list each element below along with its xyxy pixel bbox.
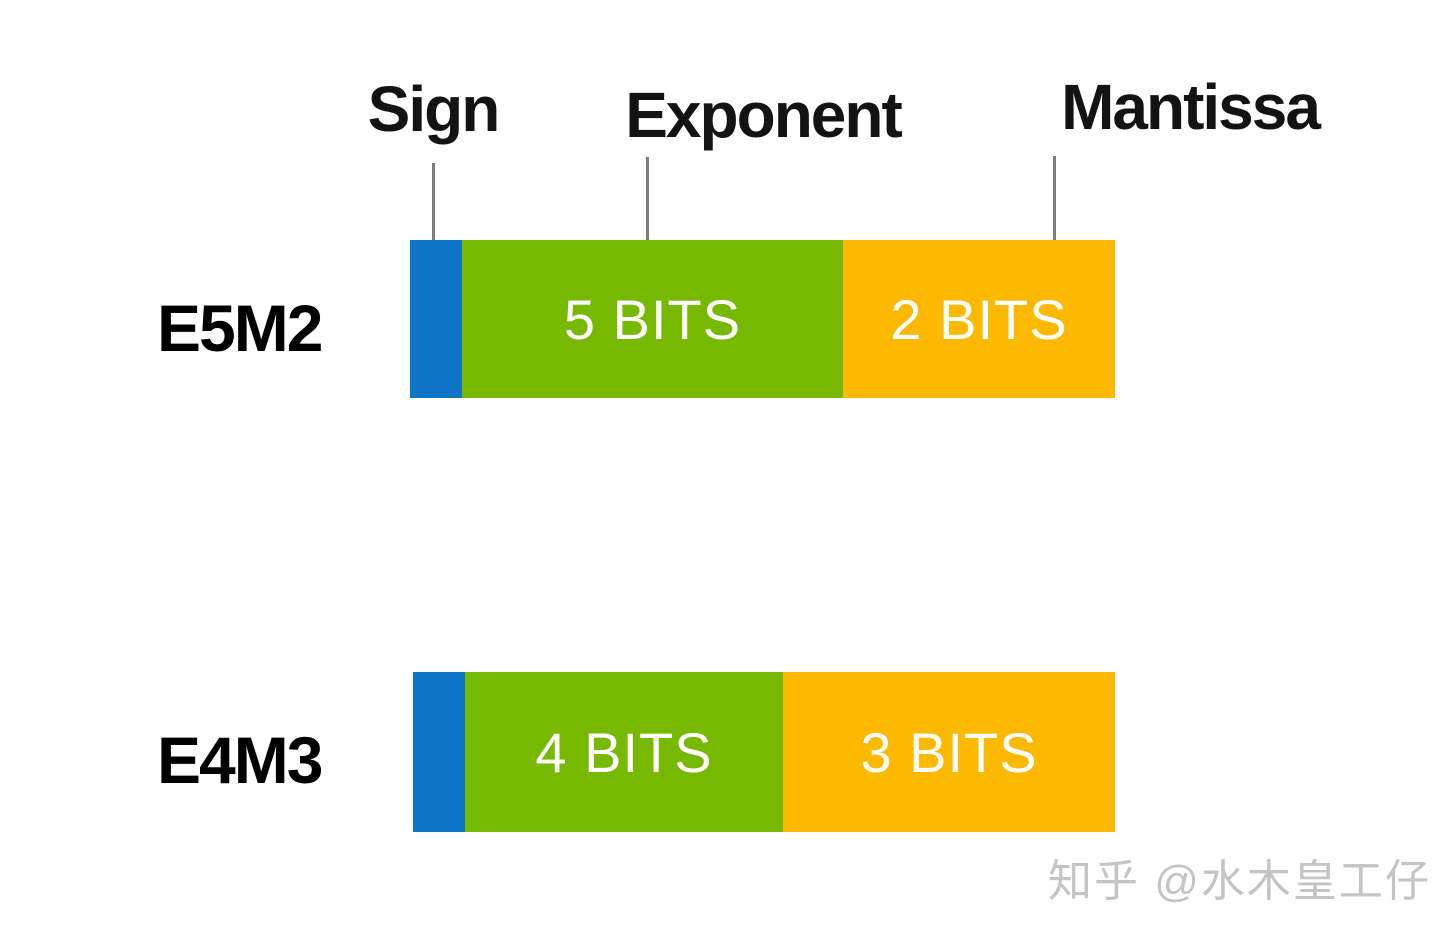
e5m2-exponent-segment: 5 BITS [462,240,843,398]
e4m3-mantissa-bits-label: 3 BITS [860,720,1038,784]
e5m2-mantissa-bits-label: 2 BITS [890,287,1068,351]
sign-leader-line [432,163,435,241]
format-name-e5m2: E5M2 [157,291,323,365]
mantissa-leader-line [1053,156,1056,241]
e5m2-bit-bar: 5 BITS 2 BITS [410,240,1115,398]
e5m2-sign-segment [410,240,462,398]
e4m3-sign-segment [413,672,465,832]
format-name-e4m3: E4M3 [157,723,323,797]
e4m3-bit-bar: 4 BITS 3 BITS [413,672,1115,832]
e4m3-exponent-bits-label: 4 BITS [535,720,713,784]
mantissa-label: Mantissa [1061,71,1321,143]
e5m2-mantissa-segment: 2 BITS [843,240,1115,398]
e4m3-exponent-segment: 4 BITS [465,672,783,832]
exponent-leader-line [646,157,649,241]
e4m3-mantissa-segment: 3 BITS [783,672,1115,832]
zhihu-watermark: 知乎 @水木皇工仔 [1048,857,1431,906]
e5m2-exponent-bits-label: 5 BITS [563,287,742,351]
sign-label: Sign [367,73,501,145]
exponent-label: Exponent [625,79,903,151]
